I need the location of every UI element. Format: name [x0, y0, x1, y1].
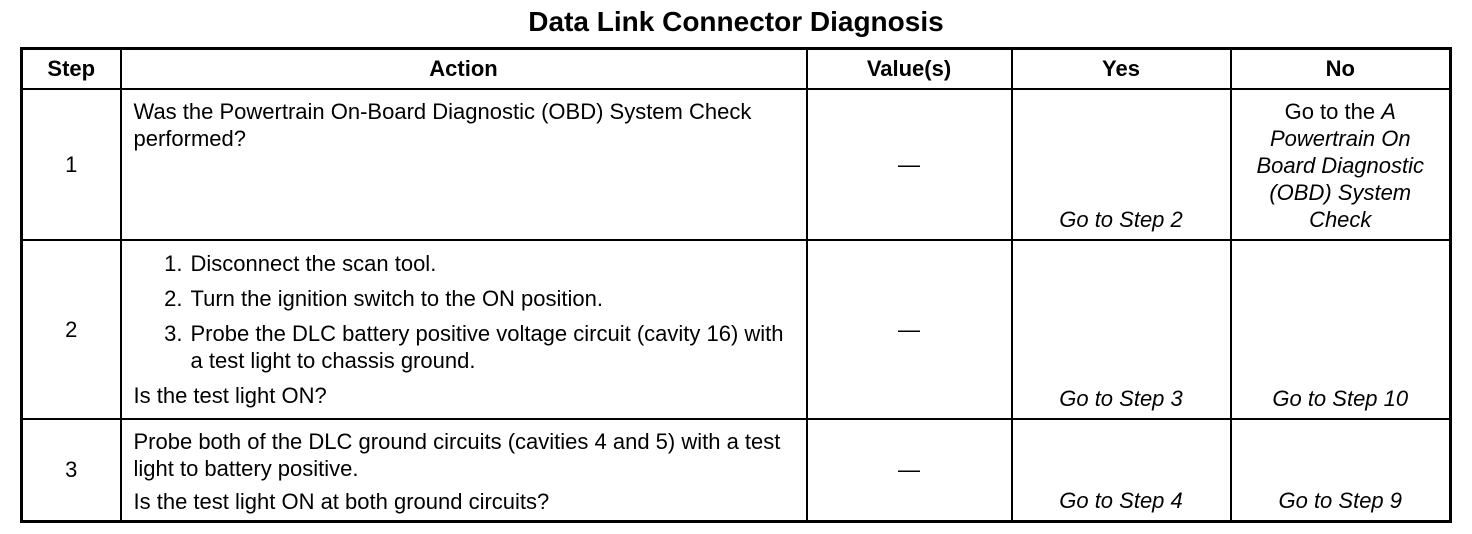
header-step: Step	[20, 47, 122, 90]
action-cell: Was the Powertrain On-Board Diagnostic (…	[119, 88, 808, 241]
value-cell: —	[805, 88, 1013, 241]
list-item-number: 1.	[164, 251, 183, 276]
list-item-text: Probe the DLC battery positive voltage c…	[190, 321, 784, 373]
action-text: Was the Powertrain On-Board Diagnostic (…	[133, 99, 752, 151]
step-number: 3	[20, 418, 122, 522]
header-values: Value(s)	[805, 47, 1013, 90]
no-cell: Go to Step 10	[1229, 239, 1452, 420]
list-item: 2. Turn the ignition switch to the ON po…	[134, 285, 796, 312]
no-cell: Go to the A Powertrain On Board Diagnost…	[1229, 88, 1452, 241]
value-cell: —	[805, 418, 1013, 522]
action-cell: 1. Disconnect the scan tool. 2. Turn the…	[119, 239, 808, 420]
list-item-number: 2.	[164, 286, 183, 311]
step-number: 2	[20, 239, 122, 420]
table-row: 1 Was the Powertrain On-Board Diagnostic…	[20, 88, 1452, 241]
yes-cell: Go to Step 2	[1010, 88, 1232, 241]
header-yes: Yes	[1010, 47, 1232, 90]
step-number: 1	[20, 88, 122, 241]
yes-cell: Go to Step 3	[1010, 239, 1232, 420]
document-title: Data Link Connector Diagnosis	[528, 6, 944, 37]
no-link-text: A Powertrain On Board Diagnostic (OBD) S…	[1256, 99, 1425, 232]
action-cell: Probe both of the DLC ground circuits (c…	[119, 418, 808, 522]
action-question: Is the test light ON at both ground circ…	[133, 489, 550, 514]
list-item-text: Disconnect the scan tool.	[190, 251, 437, 276]
yes-cell: Go to Step 4	[1010, 418, 1232, 522]
action-steps-list: 1. Disconnect the scan tool. 2. Turn the…	[134, 250, 796, 374]
action-question: Is the test light ON?	[133, 383, 327, 408]
list-item-number: 3.	[164, 321, 183, 346]
header-no: No	[1229, 47, 1452, 90]
list-item-text: Turn the ignition switch to the ON posit…	[190, 286, 604, 311]
header-row: Step Action Value(s) Yes No	[20, 47, 1452, 90]
value-cell: —	[805, 239, 1013, 420]
diagnosis-table: Step Action Value(s) Yes No 1 Was the Po…	[20, 47, 1452, 523]
no-cell: Go to Step 9	[1229, 418, 1452, 522]
action-text: Probe both of the DLC ground circuits (c…	[133, 429, 781, 481]
no-prefix: Go to the	[1284, 99, 1382, 124]
list-item: 3. Probe the DLC battery positive voltag…	[134, 320, 796, 374]
table-row: 2 1. Disconnect the scan tool. 2. Turn t…	[20, 239, 1452, 420]
list-item: 1. Disconnect the scan tool.	[134, 250, 796, 277]
table-row: 3 Probe both of the DLC ground circuits …	[20, 418, 1452, 522]
header-action: Action	[119, 47, 808, 90]
